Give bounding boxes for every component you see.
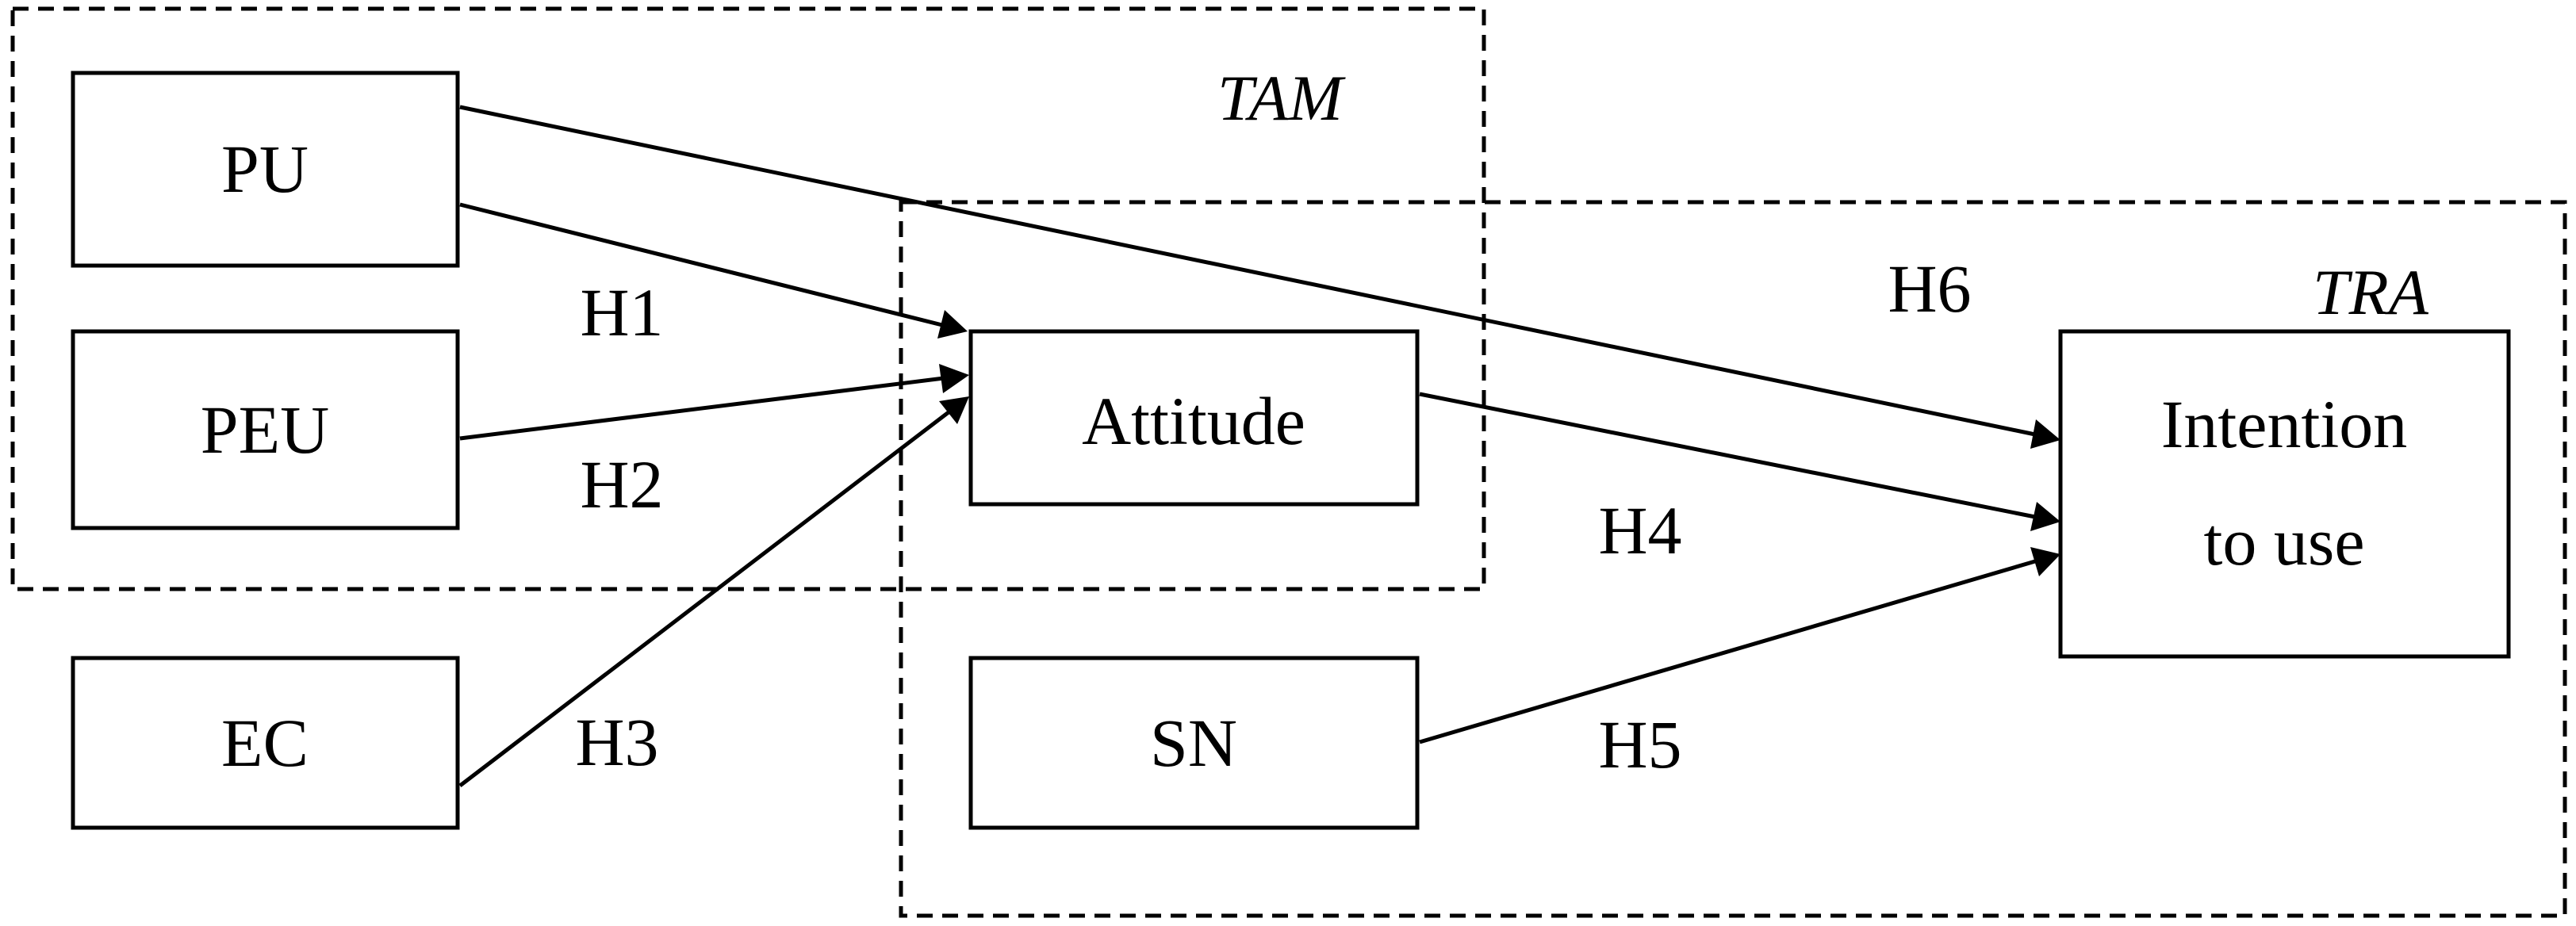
hypothesis-h6: H6 [1888, 251, 1971, 327]
node-peu-label: PEU [201, 392, 329, 468]
node-intention-label-line1: Intention [2161, 386, 2408, 462]
edge-sn-intention [1419, 547, 2060, 744]
node-attitude: Attitude [968, 329, 1420, 507]
hypothesis-h3: H3 [575, 704, 658, 780]
hypothesis-h1: H1 [580, 274, 663, 350]
arrowhead [939, 364, 969, 393]
node-pu-label: PU [221, 131, 309, 207]
arrowhead [2030, 419, 2060, 449]
edge-peu-attitude [459, 364, 969, 441]
hypothesis-h4: H4 [1598, 492, 1681, 568]
node-intention-to-use: Intention to use [2058, 329, 2511, 659]
node-sn-label: SN [1150, 705, 1237, 781]
node-ec-label: EC [221, 705, 309, 781]
hypothesis-h5: H5 [1598, 706, 1681, 783]
node-sn: SN [968, 656, 1420, 830]
arrowhead [2030, 502, 2060, 531]
tra-group-label: TRA [2313, 256, 2429, 328]
node-pu: PU [71, 71, 460, 268]
tam-group-box [10, 6, 1486, 591]
tra-group: TRA [899, 200, 2567, 918]
node-intention-label-line2: to use [2203, 503, 2364, 580]
node-peu: PEU [71, 329, 460, 530]
edge-pu-attitude [459, 202, 968, 339]
node-attitude-label: Attitude [1082, 383, 1305, 459]
hypothesis-h2: H2 [580, 446, 663, 522]
edge-ec-attitude [458, 396, 969, 787]
arrowhead [937, 310, 968, 339]
arrowhead [939, 396, 969, 424]
edge-attitude-intention [1419, 392, 2060, 531]
tra-group-box [899, 200, 2567, 918]
edge-pu-intention [459, 105, 2060, 449]
node-ec: EC [71, 656, 460, 830]
tam-group: TAM [10, 6, 1486, 591]
tam-group-label: TAM [1217, 62, 1347, 134]
arrowhead [2030, 547, 2060, 576]
